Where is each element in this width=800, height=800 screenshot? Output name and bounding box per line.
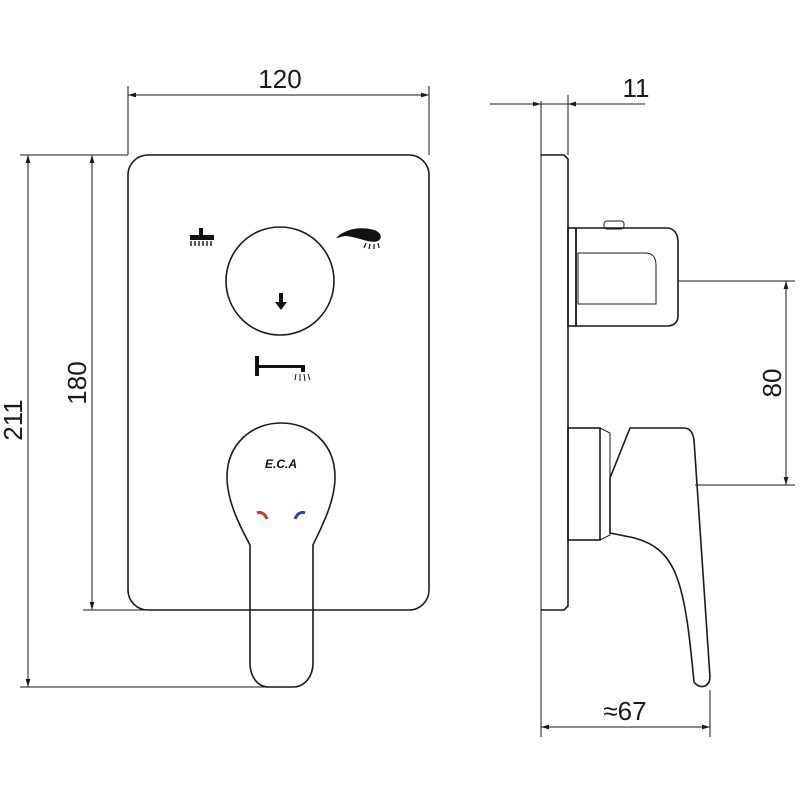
brand-logo: E.C.A — [265, 457, 297, 471]
cover-plate — [127, 154, 430, 611]
hot-water-marker — [256, 510, 269, 520]
diverter-base — [567, 227, 577, 327]
diverter-knob — [225, 226, 335, 336]
dim-plate-thickness: 11 — [623, 73, 650, 103]
dimension-lines: 120 180 211 11 80 ≈67 — [0, 64, 795, 737]
mixer-handle — [226, 422, 336, 688]
dim-plate-height: 180 — [62, 361, 92, 404]
dim-total-height: 211 — [0, 399, 28, 440]
handle-collar — [599, 427, 611, 541]
diverter-body — [575, 227, 679, 327]
dim-plate-width: 120 — [258, 64, 301, 94]
handle-lever — [609, 427, 711, 688]
handle-cartridge — [567, 427, 601, 541]
diverter-recess — [577, 252, 657, 305]
front-view: E.C.A — [127, 154, 430, 688]
cold-water-marker — [293, 510, 306, 520]
side-view — [540, 101, 711, 737]
overhead-shower-icon — [190, 228, 214, 246]
bath-spout-icon — [255, 356, 311, 382]
dim-handle-spacing: 80 — [757, 369, 787, 398]
diverter-cap — [603, 220, 625, 230]
dim-projection-depth: ≈67 — [603, 696, 646, 726]
hand-shower-icon — [336, 228, 381, 250]
arrow-down-icon — [275, 293, 287, 310]
plate-profile — [541, 154, 569, 611]
